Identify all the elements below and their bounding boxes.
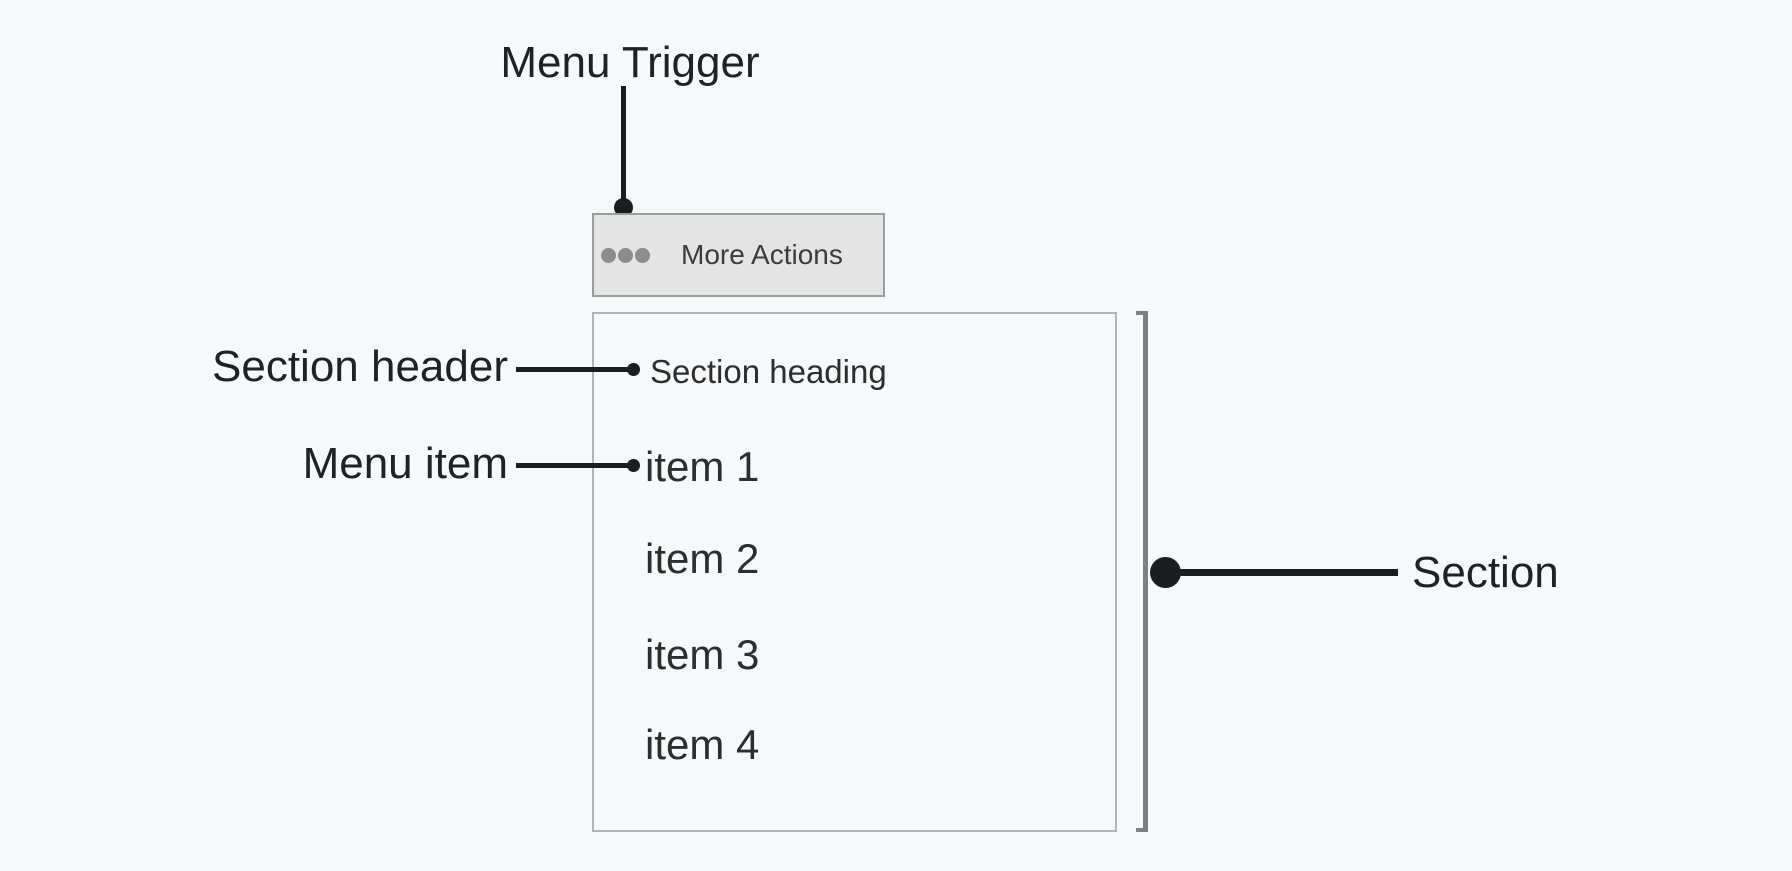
section-heading: Section heading [650, 353, 887, 390]
menu-trigger-annotation-label: Menu Trigger [500, 38, 760, 87]
ellipsis-icon [601, 247, 650, 263]
menu-item-1[interactable]: item 1 [645, 443, 760, 490]
menu-item-2[interactable]: item 2 [645, 535, 760, 582]
menu-item-annotation-label: Menu item [302, 439, 508, 488]
menu-trigger-connector-dot [614, 198, 633, 217]
menu-item-connector-dot [627, 459, 640, 472]
section-connector-line [1165, 569, 1398, 576]
section-annotation-label: Section [1412, 548, 1559, 597]
section-bracket [1136, 311, 1148, 832]
menu-item-3[interactable]: item 3 [645, 631, 760, 678]
section-header-connector-line [516, 367, 630, 372]
menu-trigger-connector-line [621, 86, 626, 202]
menu-panel: Section heading item 1 item 2 item 3 ite… [592, 312, 1117, 832]
ellipsis-dot [601, 247, 616, 263]
section-header-annotation-label: Section header [212, 342, 508, 391]
ellipsis-dot [618, 247, 633, 263]
menu-item-connector-line [516, 463, 630, 468]
ellipsis-dot [635, 247, 650, 263]
menu-item-4[interactable]: item 4 [645, 721, 760, 768]
more-actions-button-label: More Actions [681, 239, 843, 270]
more-actions-button[interactable]: More Actions [592, 213, 885, 297]
section-header-connector-dot [627, 363, 640, 376]
